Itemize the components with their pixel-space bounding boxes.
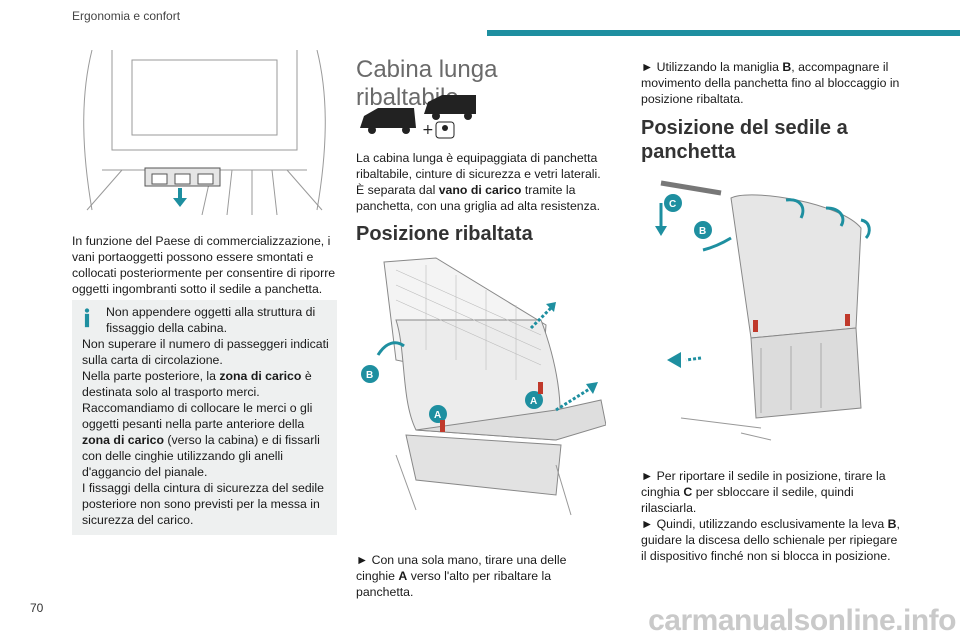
- step-lever: ► Quindi, utilizzando esclusivamente la …: [641, 517, 900, 563]
- step-handle: ► Utilizzando la maniglia B, accompagnar…: [641, 60, 900, 106]
- step-fold: ► Con una sola mano, tirare una delle ci…: [356, 553, 567, 599]
- info-note-box: Non appendere oggetti alla struttura di …: [72, 300, 337, 535]
- note-line-2: Non superare il numero di passeggeri ind…: [82, 337, 329, 367]
- label-b: B: [366, 370, 373, 381]
- storage-paragraph: In funzione del Paese di commercializzaz…: [72, 234, 336, 296]
- info-icon: [84, 308, 90, 328]
- title-cabina-lunga: Cabina lunga ribaltabile: [356, 56, 498, 111]
- step-return: ► Per riportare il sedile in posizione, …: [641, 469, 886, 515]
- cargo-storage-illustration: [83, 50, 326, 215]
- label-c: C: [669, 199, 676, 210]
- page-number: 70: [30, 601, 44, 615]
- label-a-right: A: [530, 396, 537, 407]
- svg-text:+: +: [422, 122, 434, 138]
- label-a-left: A: [434, 410, 441, 421]
- cabin-intro-1: La cabina lunga è equipaggiata di panche…: [356, 151, 601, 181]
- subtitle-posizione-ribaltata: Posizione ribaltata: [356, 223, 533, 245]
- footer-watermark: carmanualsonline.info: [648, 604, 956, 637]
- accent-bar: [487, 30, 960, 36]
- folded-bench-illustration: B A A: [361, 257, 606, 516]
- subtitle-posizione-sedile: Posizione del sedile a panchetta: [641, 117, 848, 163]
- label-b-right: B: [699, 226, 706, 237]
- bench-position-illustration: C B: [655, 180, 871, 441]
- cabin-intro-2: È separata dal vano di carico tramite la…: [356, 183, 601, 213]
- van-icons: +: [360, 95, 476, 139]
- note-line-1: Non appendere oggetti alla struttura di …: [106, 305, 316, 335]
- note-line-4: Raccomandiamo di collocare le merci o gl…: [82, 401, 320, 479]
- note-line-5: I fissaggi della cintura di sicurezza de…: [82, 481, 324, 527]
- note-line-3: Nella parte posteriore, la zona di caric…: [82, 369, 312, 399]
- section-header: Ergonomia e confort: [72, 9, 181, 23]
